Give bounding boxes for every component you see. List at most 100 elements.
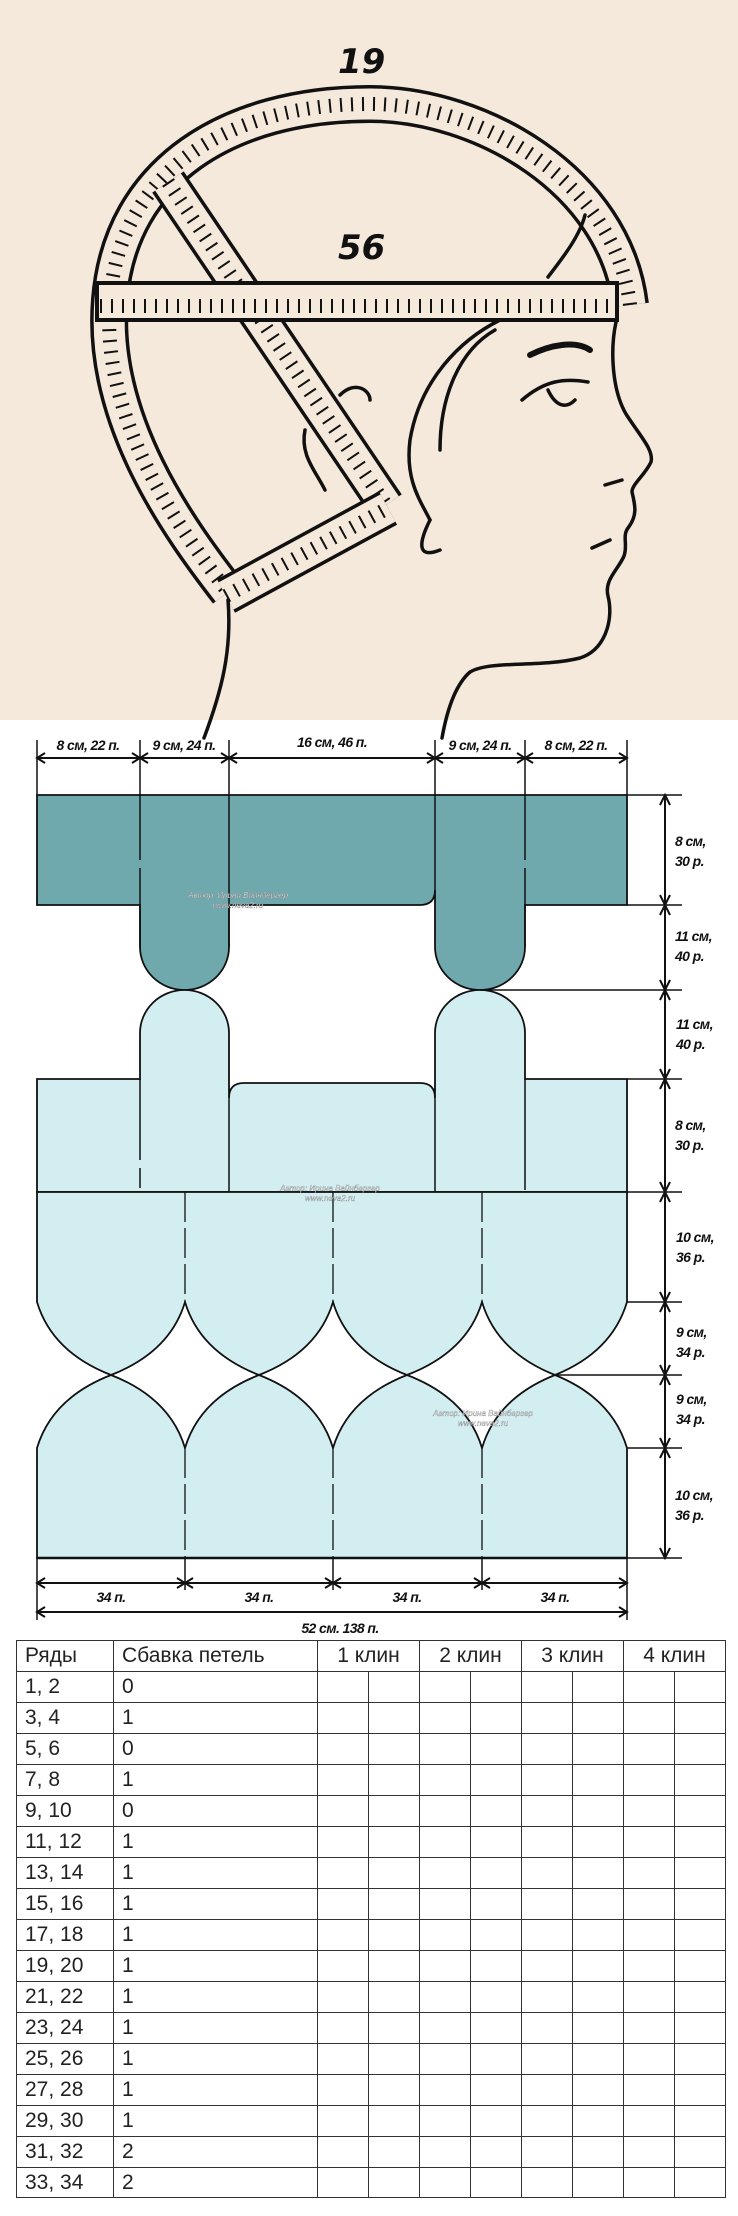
wedge-1-tracking-cell[interactable] [317, 1856, 369, 1889]
wedge-3-tracking-cell[interactable] [572, 1794, 624, 1827]
wedge-4-tracking-cell[interactable] [623, 2104, 675, 2137]
wedge-1-tracking-cell[interactable] [368, 1980, 420, 2013]
wedge-3-tracking-cell[interactable] [521, 1794, 573, 1827]
wedge-3-tracking-cell[interactable] [572, 1763, 624, 1796]
wedge-2-tracking-cell[interactable] [470, 1794, 522, 1827]
wedge-2-tracking-cell[interactable] [419, 1949, 471, 1982]
wedge-4-tracking-cell[interactable] [674, 2104, 726, 2137]
wedge-3-tracking-cell[interactable] [521, 1701, 573, 1734]
wedge-3-tracking-cell[interactable] [572, 2011, 624, 2044]
wedge-2-tracking-cell[interactable] [470, 1671, 522, 1703]
wedge-1-tracking-cell[interactable] [317, 2166, 369, 2199]
wedge-3-tracking-cell[interactable] [572, 1701, 624, 1734]
wedge-1-tracking-cell[interactable] [368, 1856, 420, 1889]
wedge-4-tracking-cell[interactable] [674, 2011, 726, 2044]
wedge-4-tracking-cell[interactable] [623, 1949, 675, 1982]
wedge-2-tracking-cell[interactable] [470, 1856, 522, 1889]
wedge-4-tracking-cell[interactable] [674, 1701, 726, 1734]
wedge-4-tracking-cell[interactable] [674, 1732, 726, 1765]
wedge-3-tracking-cell[interactable] [521, 2042, 573, 2075]
wedge-1-tracking-cell[interactable] [368, 1701, 420, 1734]
wedge-1-tracking-cell[interactable] [368, 1918, 420, 1951]
wedge-3-tracking-cell[interactable] [521, 2104, 573, 2137]
wedge-4-tracking-cell[interactable] [674, 1980, 726, 2013]
wedge-4-tracking-cell[interactable] [623, 2166, 675, 2199]
wedge-3-tracking-cell[interactable] [572, 2073, 624, 2106]
wedge-2-tracking-cell[interactable] [419, 1856, 471, 1889]
wedge-1-tracking-cell[interactable] [317, 2135, 369, 2168]
wedge-1-tracking-cell[interactable] [317, 1794, 369, 1827]
wedge-3-tracking-cell[interactable] [521, 1980, 573, 2013]
wedge-3-tracking-cell[interactable] [521, 1856, 573, 1889]
wedge-4-tracking-cell[interactable] [623, 1701, 675, 1734]
wedge-2-tracking-cell[interactable] [419, 1732, 471, 1765]
wedge-4-tracking-cell[interactable] [674, 1856, 726, 1889]
wedge-2-tracking-cell[interactable] [470, 1763, 522, 1796]
wedge-4-tracking-cell[interactable] [623, 2042, 675, 2075]
wedge-2-tracking-cell[interactable] [419, 1825, 471, 1858]
wedge-1-tracking-cell[interactable] [317, 1671, 369, 1703]
wedge-4-tracking-cell[interactable] [674, 1887, 726, 1920]
wedge-4-tracking-cell[interactable] [674, 1949, 726, 1982]
wedge-4-tracking-cell[interactable] [674, 1763, 726, 1796]
wedge-4-tracking-cell[interactable] [623, 1671, 675, 1703]
wedge-1-tracking-cell[interactable] [317, 1980, 369, 2013]
wedge-4-tracking-cell[interactable] [674, 1671, 726, 1703]
wedge-2-tracking-cell[interactable] [419, 2135, 471, 2168]
wedge-2-tracking-cell[interactable] [470, 1918, 522, 1951]
wedge-3-tracking-cell[interactable] [572, 2135, 624, 2168]
wedge-2-tracking-cell[interactable] [470, 1887, 522, 1920]
wedge-3-tracking-cell[interactable] [572, 1856, 624, 1889]
wedge-2-tracking-cell[interactable] [470, 2042, 522, 2075]
wedge-2-tracking-cell[interactable] [419, 1980, 471, 2013]
wedge-2-tracking-cell[interactable] [470, 2073, 522, 2106]
wedge-3-tracking-cell[interactable] [521, 1825, 573, 1858]
wedge-1-tracking-cell[interactable] [317, 2011, 369, 2044]
wedge-2-tracking-cell[interactable] [419, 1794, 471, 1827]
wedge-4-tracking-cell[interactable] [674, 1918, 726, 1951]
wedge-4-tracking-cell[interactable] [674, 2073, 726, 2106]
wedge-4-tracking-cell[interactable] [623, 2073, 675, 2106]
wedge-1-tracking-cell[interactable] [368, 2166, 420, 2199]
wedge-1-tracking-cell[interactable] [368, 2073, 420, 2106]
wedge-2-tracking-cell[interactable] [470, 1980, 522, 2013]
wedge-3-tracking-cell[interactable] [572, 2104, 624, 2137]
wedge-1-tracking-cell[interactable] [368, 1887, 420, 1920]
wedge-2-tracking-cell[interactable] [419, 1701, 471, 1734]
wedge-1-tracking-cell[interactable] [368, 1671, 420, 1703]
wedge-3-tracking-cell[interactable] [521, 1949, 573, 1982]
wedge-1-tracking-cell[interactable] [317, 2042, 369, 2075]
wedge-4-tracking-cell[interactable] [674, 1794, 726, 1827]
wedge-3-tracking-cell[interactable] [521, 2073, 573, 2106]
wedge-4-tracking-cell[interactable] [674, 2042, 726, 2075]
wedge-2-tracking-cell[interactable] [419, 2166, 471, 2199]
wedge-1-tracking-cell[interactable] [368, 2104, 420, 2137]
wedge-4-tracking-cell[interactable] [623, 2135, 675, 2168]
wedge-3-tracking-cell[interactable] [521, 1918, 573, 1951]
wedge-1-tracking-cell[interactable] [368, 1763, 420, 1796]
wedge-3-tracking-cell[interactable] [521, 1732, 573, 1765]
wedge-1-tracking-cell[interactable] [368, 2042, 420, 2075]
wedge-2-tracking-cell[interactable] [419, 1763, 471, 1796]
wedge-4-tracking-cell[interactable] [623, 1856, 675, 1889]
wedge-2-tracking-cell[interactable] [419, 2011, 471, 2044]
wedge-1-tracking-cell[interactable] [368, 2011, 420, 2044]
wedge-1-tracking-cell[interactable] [368, 1949, 420, 1982]
wedge-1-tracking-cell[interactable] [317, 1763, 369, 1796]
wedge-3-tracking-cell[interactable] [572, 2166, 624, 2199]
wedge-4-tracking-cell[interactable] [623, 1825, 675, 1858]
wedge-2-tracking-cell[interactable] [470, 1732, 522, 1765]
wedge-4-tracking-cell[interactable] [674, 1825, 726, 1858]
wedge-3-tracking-cell[interactable] [572, 1671, 624, 1703]
wedge-4-tracking-cell[interactable] [623, 1918, 675, 1951]
wedge-4-tracking-cell[interactable] [623, 1732, 675, 1765]
wedge-4-tracking-cell[interactable] [623, 1763, 675, 1796]
wedge-2-tracking-cell[interactable] [419, 2104, 471, 2137]
wedge-3-tracking-cell[interactable] [572, 2042, 624, 2075]
wedge-1-tracking-cell[interactable] [317, 1887, 369, 1920]
wedge-3-tracking-cell[interactable] [521, 2135, 573, 2168]
wedge-3-tracking-cell[interactable] [572, 1918, 624, 1951]
wedge-2-tracking-cell[interactable] [419, 1671, 471, 1703]
wedge-3-tracking-cell[interactable] [572, 1825, 624, 1858]
wedge-2-tracking-cell[interactable] [470, 1825, 522, 1858]
